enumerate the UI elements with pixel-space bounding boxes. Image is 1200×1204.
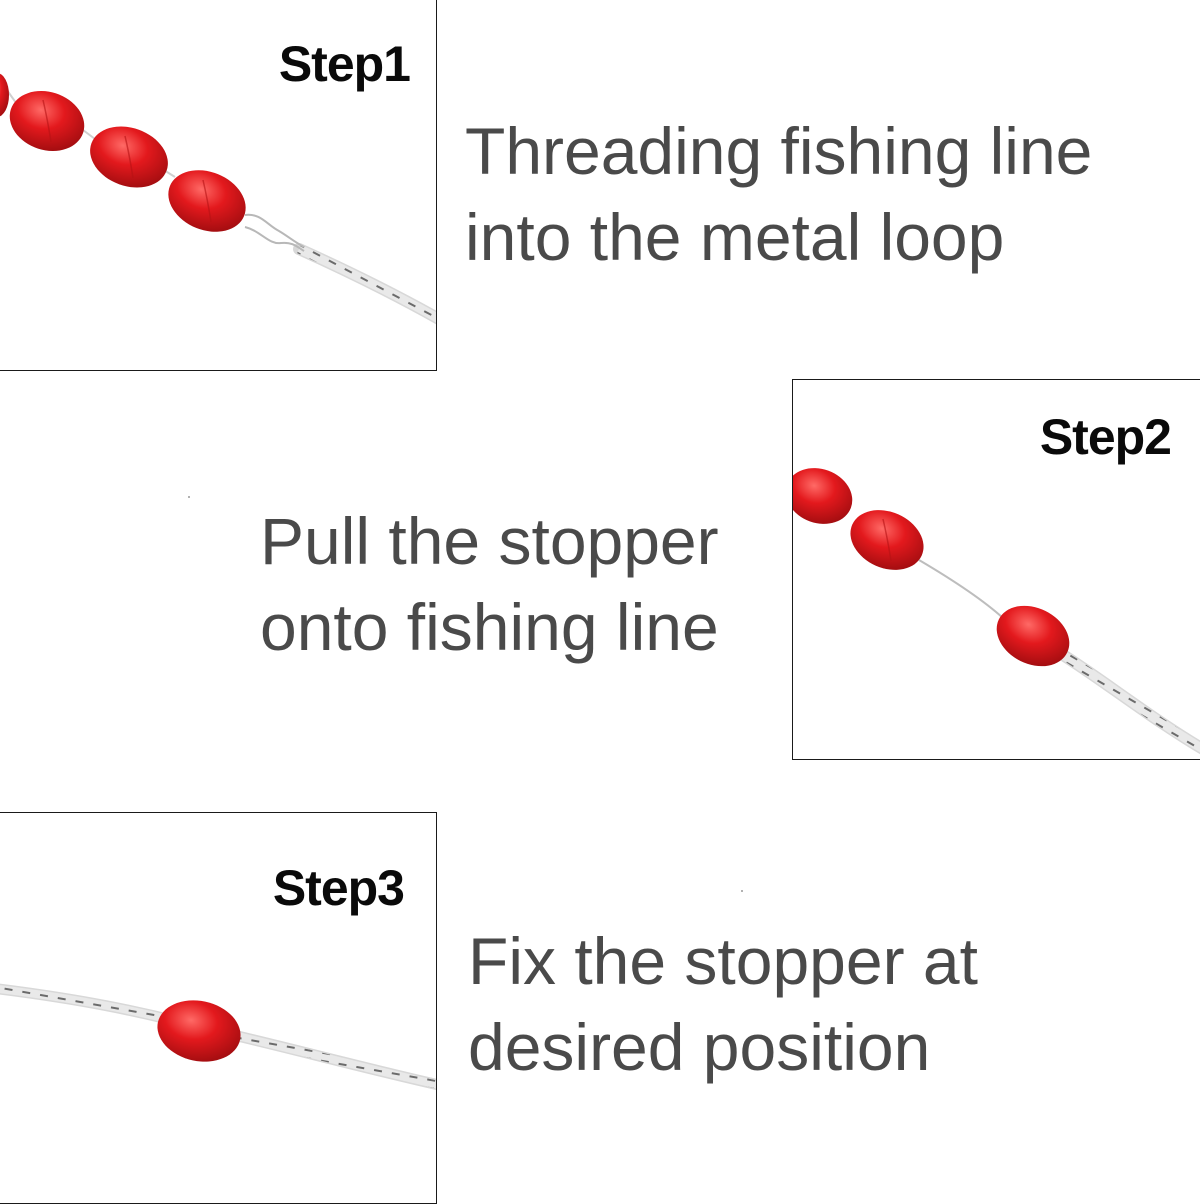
step2-caption-line: Pull the stopper — [260, 504, 719, 578]
step1-photo-panel: Step1 — [0, 0, 437, 371]
step2-label: Step2 — [1039, 409, 1172, 465]
braided-line-texture — [1060, 651, 1200, 753]
step3-photo-panel: Step3 — [0, 812, 437, 1204]
step3-caption: Fix the stopper at desired position — [468, 918, 978, 1090]
step3-stopper-illustration — [0, 983, 436, 1090]
step1-caption-line: into the metal loop — [465, 200, 1005, 274]
stopper-bead — [996, 605, 1070, 667]
step1-label: Step1 — [278, 36, 411, 92]
braided-line-texture — [297, 244, 436, 323]
stopper-thread — [918, 559, 1004, 619]
step2-photo-panel: Step2 — [792, 379, 1200, 760]
speck — [741, 890, 743, 892]
stopper-bead — [793, 468, 853, 524]
step3-caption-line: desired position — [468, 1010, 931, 1084]
step2-stopper-illustration — [793, 468, 1200, 755]
step2-caption: Pull the stopper onto fishing line — [260, 498, 719, 670]
step2-caption-line: onto fishing line — [260, 590, 719, 664]
step1-stopper-illustration — [0, 73, 436, 325]
step1-caption-line: Threading fishing line — [465, 114, 1093, 188]
stopper-bead — [157, 1000, 241, 1062]
step3-caption-line: Fix the stopper at — [468, 924, 978, 998]
metal-loop — [244, 213, 305, 252]
speck — [188, 496, 190, 498]
step3-label: Step3 — [272, 860, 405, 916]
step1-caption: Threading fishing line into the metal lo… — [465, 108, 1092, 280]
stopper-bead — [0, 73, 9, 117]
